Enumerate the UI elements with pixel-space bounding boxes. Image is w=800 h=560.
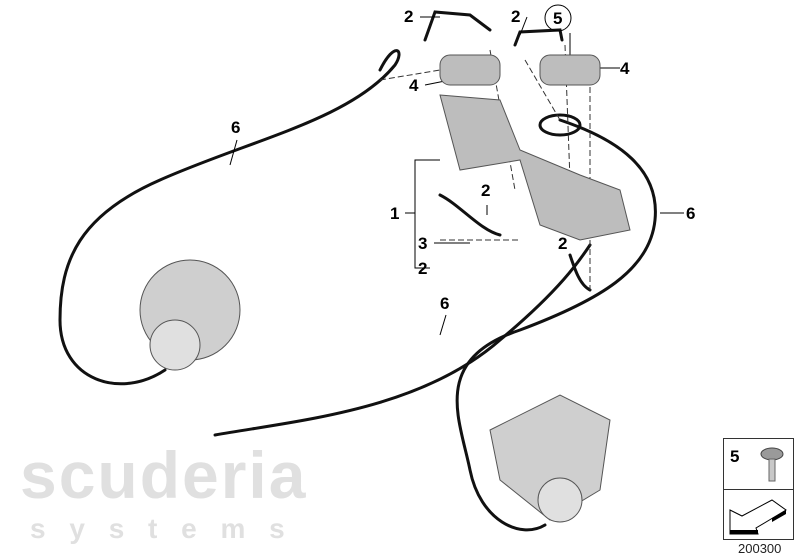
callout-2: 2 [511, 7, 521, 26]
hose-right [455, 118, 657, 532]
valve-left [439, 54, 501, 86]
screw-icon [760, 447, 784, 482]
callout-4: 4 [620, 59, 630, 78]
bracket [439, 94, 631, 241]
hose-top-left [423, 10, 492, 42]
watermark-systems: s y s t e m s [30, 513, 293, 544]
hose-left [58, 49, 401, 386]
callout-2: 2 [558, 234, 568, 253]
callout-6: 6 [440, 294, 450, 313]
hose-ring [538, 113, 582, 137]
callout-2: 2 [404, 7, 414, 26]
turbo-right [489, 394, 611, 521]
parts-legend: 5 [723, 438, 794, 540]
hose-top-right [513, 28, 564, 47]
callout-6: 6 [686, 204, 696, 223]
arrow-icon [729, 499, 787, 535]
hose-mid2 [568, 253, 592, 292]
callout-5-circle [544, 4, 572, 32]
callout-3: 3 [418, 234, 428, 253]
diagram-code: 200300 [738, 541, 782, 556]
hose-mid [438, 193, 502, 237]
callout-2: 2 [481, 181, 491, 200]
legend-part-number: 5 [730, 447, 740, 466]
callout-6: 6 [231, 118, 241, 137]
callout-1: 1 [390, 204, 400, 223]
callout-5: 5 [553, 9, 563, 28]
callout-2: 2 [418, 259, 428, 278]
callout-4: 4 [409, 76, 419, 95]
watermark-scuderia: scuderia [20, 438, 308, 512]
hose-bottom [213, 243, 592, 437]
valve-right [539, 54, 601, 86]
